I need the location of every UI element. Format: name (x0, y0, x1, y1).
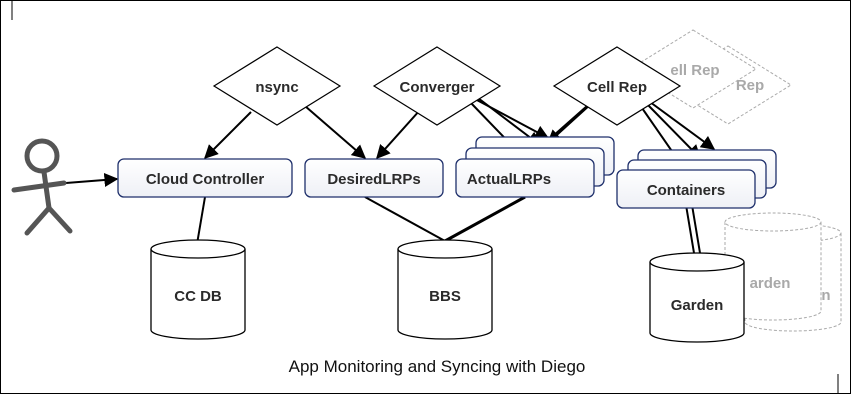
user-head (24, 138, 60, 174)
cell-rep-label: Cell Rep (587, 79, 647, 96)
user-stick-figure (11, 138, 73, 236)
cell-rep-ghost-label-2: Rep (736, 77, 764, 94)
store-cc-db: CC DB (150, 239, 246, 340)
actuallrps-stack: ActualLRPs (455, 136, 615, 198)
arrow-converger-to-desiredlrps (376, 109, 421, 160)
arrow-user-to-cloud-controller (65, 173, 119, 187)
process-cell-rep: Cell Rep (552, 46, 682, 126)
desiredlrps: DesiredLRPs (304, 158, 444, 198)
garden-label: Garden (671, 297, 724, 314)
actuallrps-box (455, 158, 595, 198)
arrow-cellrep-to-containers-3 (649, 101, 716, 150)
user-body (41, 169, 52, 211)
nsync-label: nsync (255, 79, 298, 96)
desiredlrps-label: DesiredLRPs (327, 171, 420, 188)
line-actual-to-bbs (444, 195, 526, 243)
diagram-caption: App Monitoring and Syncing with Diego (289, 357, 586, 376)
user-arms (11, 180, 67, 193)
store-garden: Garden (649, 252, 745, 343)
user-leg-left (24, 205, 52, 236)
line-containers-to-garden-1 (685, 204, 695, 254)
process-converger: Converger (372, 46, 502, 126)
containers-box (616, 169, 756, 209)
bbs-label: BBS (429, 288, 461, 305)
arrow-cellrep-to-containers-2 (646, 103, 701, 159)
arrow-nsync-to-cloud-controller (204, 111, 252, 159)
line-containers-to-garden-2 (691, 204, 701, 254)
garden-ghost-label-2: n (821, 287, 830, 304)
cell-rep-ghost-label-1: ell Rep (670, 62, 719, 79)
garden-ghost-label-1: arden (750, 275, 791, 292)
containers-stack: Containers (616, 149, 777, 209)
process-nsync: nsync (212, 46, 342, 126)
arrow-cellrep-to-actuallrps-2 (546, 102, 593, 144)
arrow-nsync-to-desiredlrps (304, 105, 367, 159)
line-desired-to-bbs (364, 196, 446, 242)
cc-db-label: CC DB (174, 288, 222, 305)
store-bbs: BBS (397, 239, 493, 340)
garden-ghost-cylinders: arden n (724, 212, 842, 332)
cloud-controller: Cloud Controller (117, 158, 293, 198)
converger-label: Converger (399, 79, 474, 96)
actuallrps-label: ActualLRPs (467, 171, 551, 188)
containers-label: Containers (647, 182, 725, 199)
cell-rep-ghost-diamonds: Rep ell Rep (629, 29, 792, 125)
user-leg-right (46, 205, 73, 234)
cloud-controller-label: Cloud Controller (146, 171, 264, 188)
line-cc-to-ccdb (196, 196, 206, 245)
